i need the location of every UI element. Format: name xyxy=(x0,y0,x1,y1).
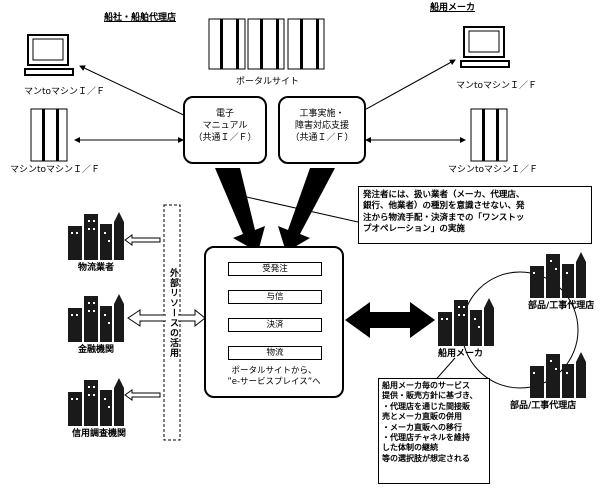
parts-agent-label-bottom: 部品/工事代理店 xyxy=(510,401,577,411)
right-server-label: マシンtoマシンＩ／Ｆ xyxy=(448,165,539,175)
left-pc-label: マンtoマシンＩ／Ｆ xyxy=(24,87,106,97)
entity-logistics: 物流業者 xyxy=(78,263,115,273)
electronic-manual-box: 電子 マニュアル （共通Ｉ／Ｆ） xyxy=(183,96,267,164)
left-server-label: マシンtoマシンＩ／Ｆ xyxy=(10,165,101,175)
construction-line3: （共通Ｉ／Ｆ） xyxy=(290,133,354,144)
orderer-note-line: プオペレーション」の実施 xyxy=(363,224,465,235)
eservice-caption: ポータルサイトから、 ”e-サービスプレイス”へ xyxy=(206,366,342,389)
note-leader-line xyxy=(241,195,359,223)
right-pc-label: マンtoマシンＩ／Ｆ xyxy=(456,81,538,91)
orderer-note: 発注者には、扱い業者（メーカ、代理店、 銀行、他業者）の種別を意識させない、発 … xyxy=(358,186,592,244)
eservice-caption-line: ポータルサイトから、 xyxy=(231,366,317,376)
arrow-manual-to-services xyxy=(215,168,265,252)
server-rack-icon xyxy=(470,108,508,162)
connector-right-pc xyxy=(349,59,456,119)
construction-line1: 工事実施・ xyxy=(299,109,345,119)
entity-credit-research: 信用調査機関 xyxy=(72,429,127,439)
city-buildings-icon xyxy=(68,378,124,426)
maker-note-line: 売とメーカ直販の併用 xyxy=(382,412,462,422)
service-logistics: 物流 xyxy=(228,346,322,360)
parts-agent-label-top: 部品/工事代理店 xyxy=(528,301,595,311)
maker-note-line: ・メーカ直販への移行 xyxy=(382,422,462,432)
connector-left-pc xyxy=(79,65,191,119)
maker-note-line: ・代理店を通じた間接販 xyxy=(382,401,470,411)
eservice-caption-line: ”e-サービスプレイス”へ xyxy=(227,377,321,388)
construction-line2: 障害対応支援 xyxy=(294,121,349,132)
city-buildings-icon xyxy=(438,298,494,346)
service-order: 受発注 xyxy=(228,262,322,276)
external-resources-label: 外部リソースの活用 xyxy=(166,268,178,358)
city-buildings-icon xyxy=(530,352,586,398)
service-settlement: 決済 xyxy=(228,318,322,332)
city-buildings-icon xyxy=(68,212,124,260)
heading-ship-makers: 船用メーカ xyxy=(430,3,476,13)
external-resources-frame xyxy=(163,204,181,441)
entity-finance: 金融機関 xyxy=(78,345,115,355)
portal-site-label: ポータルサイト xyxy=(236,77,300,87)
maker-service-note: 船用メーカ毎のサービス 提供・販売方針に基づき、 ・代理店を通じた間接販 売とメ… xyxy=(378,378,490,484)
maker-note-line: した体制の継続 xyxy=(382,443,438,453)
manual-line3: （共通Ｉ／Ｆ） xyxy=(193,133,257,144)
manual-line2: マニュアル xyxy=(202,121,248,132)
manual-line1: 電子 xyxy=(215,109,234,119)
maker-note-line: 提供・販売方針に基づき、 xyxy=(382,391,478,401)
service-place-box: 受発注 与信 決済 物流 ポータルサイトから、 ”e-サービスプレイス”へ xyxy=(204,246,344,398)
desktop-computer-icon xyxy=(24,34,74,76)
maker-note-line: 等の選択肢が想定される xyxy=(382,453,470,463)
server-rack-icon xyxy=(208,18,325,70)
arrow-services-to-maker xyxy=(345,302,435,338)
ship-maker-center-label: 船用メーカ xyxy=(438,349,484,359)
heading-shipping-companies: 船社・船舶代理店 xyxy=(104,13,177,23)
construction-support-box: 工事実施・ 障害対応支援 （共通Ｉ／Ｆ） xyxy=(278,96,366,164)
server-rack-icon xyxy=(30,108,68,162)
orderer-note-line: 銀行、他業者）の種別を意識させない、発 xyxy=(363,201,525,212)
hollow-arrow-logistics xyxy=(124,234,161,246)
city-buildings-icon xyxy=(530,252,586,298)
city-buildings-icon xyxy=(68,294,124,342)
maker-note-line: ・代理店チャネルを維持 xyxy=(382,432,470,442)
orderer-note-line: 発注者には、扱い業者（メーカ、代理店、 xyxy=(363,190,525,200)
hollow-arrow-credit xyxy=(124,389,161,401)
service-credit: 与信 xyxy=(228,290,322,304)
maker-note-line: 船用メーカ毎のサービス xyxy=(382,381,470,390)
orderer-note-line: 注から物流手配・決済までの「ワンストッ xyxy=(363,212,525,223)
desktop-computer-icon xyxy=(460,26,510,68)
